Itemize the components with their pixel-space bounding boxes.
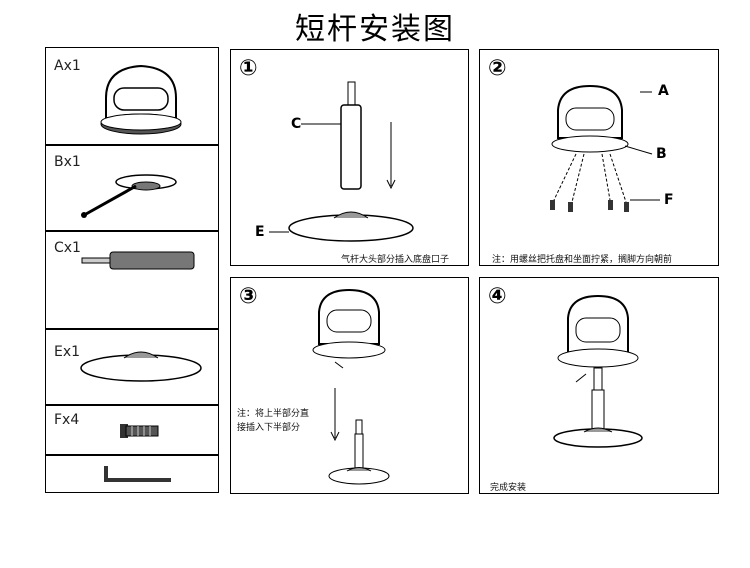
step-number-2: ② — [488, 56, 507, 81]
step-panel-4: ④ 完成安装 — [479, 277, 719, 494]
callout-f: F — [664, 192, 674, 208]
callout-b: B — [656, 146, 667, 162]
step-3-note-line-1: 注：将上半部分直 — [237, 409, 310, 419]
step-2-note: 注：用螺丝把托盘和坐面拧紧，搁脚方向朝前 — [492, 255, 673, 265]
step-1-drawing — [269, 81, 414, 242]
step-4-drawing — [553, 294, 643, 448]
chair-seat-icon — [100, 64, 182, 135]
part-label-e: Ex1 — [54, 344, 81, 360]
step-3-drawing — [312, 288, 390, 485]
part-label-c: Cx1 — [54, 240, 81, 256]
callout-c: C — [291, 116, 302, 132]
round-base-icon — [80, 351, 202, 382]
part-panel-key — [45, 455, 219, 493]
part-panel-e: Ex1 — [45, 329, 219, 405]
part-panel-c: Cx1 — [45, 231, 219, 329]
part-panel-a: Ax1 — [45, 47, 219, 145]
screw-icon — [120, 424, 159, 438]
diagram-title: 短杆安装图 — [295, 12, 455, 47]
callout-e: E — [255, 224, 265, 240]
step-panel-3: ③ 注：将上半部分直 接插入下半部分 — [230, 277, 469, 494]
step-number-3: ③ — [239, 284, 258, 309]
callout-a: A — [658, 83, 669, 99]
step-panel-2: ② A B F 注：用螺丝把托盘和坐面拧紧，搁脚方向朝前 — [479, 49, 719, 266]
part-label-b: Bx1 — [54, 154, 81, 170]
tray-with-lever-icon — [81, 174, 177, 218]
part-panel-f: Fx4 — [45, 405, 219, 455]
part-label-a: Ax1 — [54, 58, 81, 74]
step-panel-1: ① C E 气杆大头部分插入底盘口子 — [230, 49, 469, 266]
gas-lift-rod-icon — [81, 251, 195, 270]
allen-key-icon — [104, 466, 171, 482]
part-panel-b: Bx1 — [45, 145, 219, 231]
step-number-4: ④ — [488, 284, 507, 309]
step-4-note: 完成安装 — [490, 483, 527, 493]
part-label-f: Fx4 — [54, 412, 80, 428]
step-1-note: 气杆大头部分插入底盘口子 — [341, 255, 450, 265]
step-2-drawing — [550, 84, 660, 212]
step-number-1: ① — [239, 56, 258, 81]
step-3-note-line-2: 接插入下半部分 — [237, 423, 301, 433]
